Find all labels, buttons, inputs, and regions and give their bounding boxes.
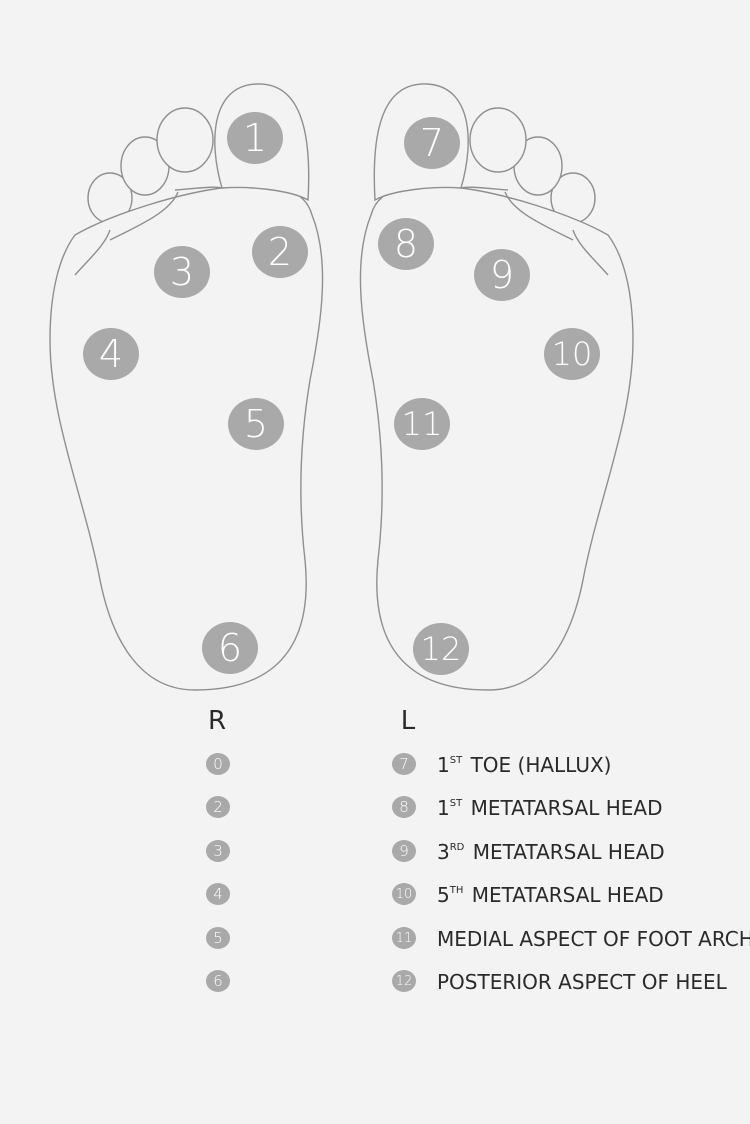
legend-right-marker: 2 [206,796,230,818]
marker-3: 3 [154,246,210,298]
marker-10: 10 [544,328,600,380]
left-foot-outline [359,83,634,691]
marker-9: 9 [474,249,530,301]
marker-7: 7 [404,117,460,169]
marker-6: 6 [202,622,258,674]
marker-11: 11 [394,398,450,450]
legend-right-marker: 6 [206,970,230,992]
legend-header-left: L [400,706,416,736]
legend-header-right: R [207,706,227,736]
legend-right-marker: 0 [206,753,230,775]
legend-left-marker: 7 [392,753,416,775]
legend-left-marker: 9 [392,840,416,862]
marker-4: 4 [83,328,139,380]
legend-left-marker: 12 [392,970,416,992]
legend-label: 1ST TOE (HALLUX) [437,753,612,777]
legend-left-marker: 8 [392,796,416,818]
legend-right-marker: 3 [206,840,230,862]
legend-left-marker: 11 [392,927,416,949]
right-foot-outline [49,83,324,691]
legend-right-marker: 4 [206,883,230,905]
legend-right-marker: 5 [206,927,230,949]
marker-5: 5 [228,398,284,450]
legend-left-marker: 10 [392,883,416,905]
legend-label: POSTERIOR ASPECT OF HEEL [437,970,727,994]
legend-label: 3RD METATARSAL HEAD [437,840,665,864]
legend-label: MEDIAL ASPECT OF FOOT ARCH [437,927,750,951]
legend-label: 5TH METATARSAL HEAD [437,883,664,907]
marker-1: 1 [227,112,283,164]
legend-label: 1ST METATARSAL HEAD [437,796,663,820]
marker-8: 8 [378,218,434,270]
marker-2: 2 [252,226,308,278]
marker-12: 12 [413,623,469,675]
